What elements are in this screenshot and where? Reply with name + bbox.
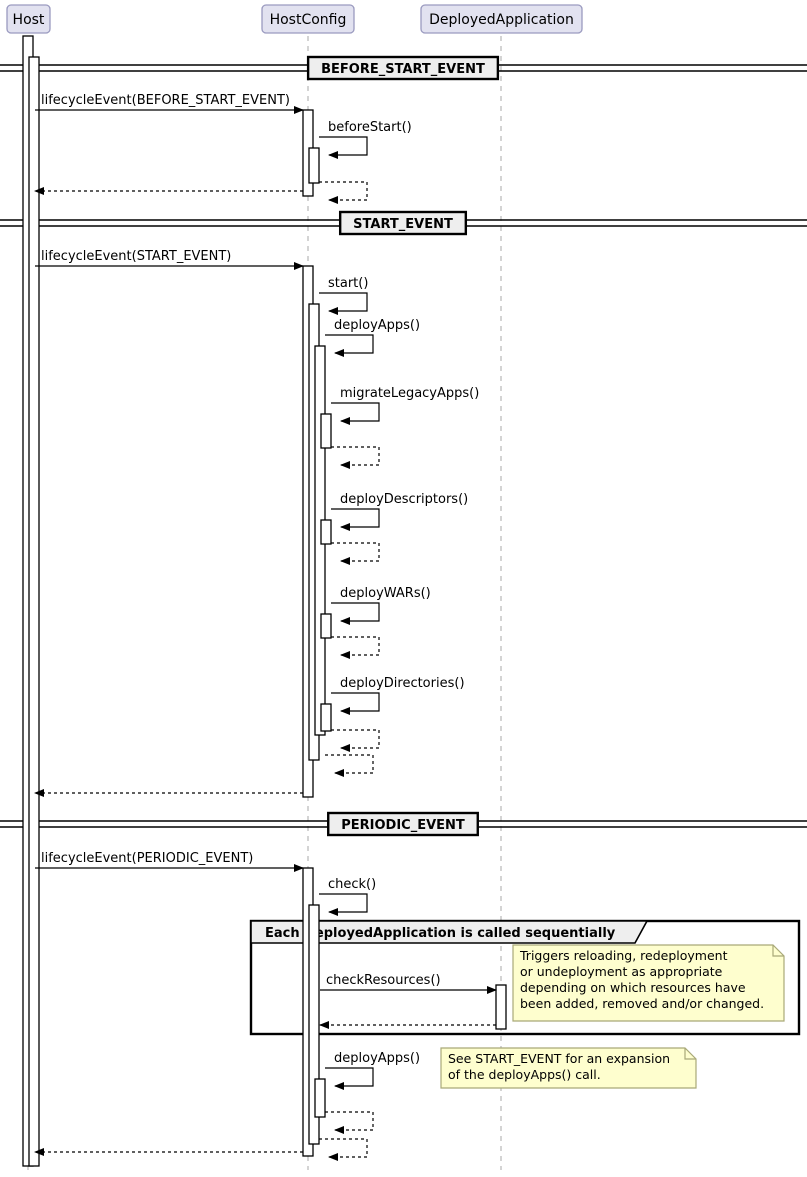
message-m9 [331, 446, 380, 469]
message-m6: start() [319, 276, 368, 315]
divider-periodic: PERIODIC_EVENT [0, 811, 807, 837]
groups-layer: Each DeployedApplication is called seque… [249, 919, 801, 1036]
participants-layer: Host HostConfig DeployedApplication [6, 4, 583, 34]
message-m8: migrateLegacyApps() [331, 386, 479, 425]
messages-layer: lifecycleEvent(BEFORE_START_EVENT)before… [34, 93, 497, 1161]
message-m19: check() [319, 877, 376, 916]
message-label: lifecycleEvent(START_EVENT) [41, 249, 231, 264]
message-m11 [331, 542, 380, 565]
message-m5: lifecycleEvent(START_EVENT) [35, 249, 304, 270]
message-m14: deployDirectories() [331, 676, 465, 715]
participant-label: HostConfig [270, 12, 347, 28]
message-m12: deployWARs() [331, 586, 431, 625]
message-m18: lifecycleEvent(PERIODIC_EVENT) [35, 851, 304, 872]
message-label: deployDirectories() [340, 676, 465, 691]
message-label: start() [328, 276, 368, 291]
note-line: of the deployApps() call. [448, 1067, 601, 1082]
participant-deployedapp[interactable]: DeployedApplication [420, 4, 583, 34]
message-label: beforeStart() [328, 120, 412, 135]
activation-bars-layer [22, 35, 507, 1167]
divider-label: START_EVENT [353, 217, 453, 232]
group-label: Each DeployedApplication is called seque… [265, 926, 616, 941]
message-label: migrateLegacyApps() [340, 386, 479, 401]
note-line: been added, removed and/or changed. [520, 996, 764, 1011]
message-m7: deployApps() [325, 318, 420, 357]
message-m3 [319, 181, 368, 204]
activation-hostconfig-directories [320, 703, 332, 732]
message-label: check() [328, 877, 376, 892]
message-label: deployWARs() [340, 586, 431, 601]
participant-hostconfig[interactable]: HostConfig [261, 4, 355, 34]
message-label: deployApps() [334, 318, 420, 333]
participant-host[interactable]: Host [6, 4, 51, 34]
activation-hostconfig-descriptors [320, 519, 332, 545]
group-sequential-group: Each DeployedApplication is called seque… [249, 919, 801, 1036]
message-m16 [325, 754, 374, 777]
note-line: Triggers reloading, redeployment [519, 948, 728, 963]
lifelines-layer [27, 36, 502, 1170]
activation-hostconfig-migrate [320, 413, 332, 449]
activation-host-main [28, 56, 40, 1167]
participant-label: DeployedApplication [429, 12, 574, 28]
message-m22: deployApps() [325, 1051, 420, 1090]
message-m24 [319, 1138, 368, 1161]
activation-hostconfig-deployapps2 [314, 1078, 326, 1118]
message-label: lifecycleEvent(PERIODIC_EVENT) [41, 851, 253, 866]
message-m1: lifecycleEvent(BEFORE_START_EVENT) [35, 93, 304, 114]
message-label: lifecycleEvent(BEFORE_START_EVENT) [41, 93, 290, 108]
dividers-layer: BEFORE_START_EVENT START_EVENT PERIODIC_EV… [0, 55, 807, 837]
activation-hostconfig-beforestart-self [308, 147, 320, 184]
note-line: depending on which resources have [520, 980, 746, 995]
message-m20: checkResources() [320, 973, 497, 994]
message-m10: deployDescriptors() [331, 492, 468, 531]
note-line: or undeployment as appropriate [520, 964, 723, 979]
note-line: See START_EVENT for an expansion [448, 1051, 670, 1066]
message-label: deployDescriptors() [340, 492, 468, 507]
activation-hostconfig-wars [320, 613, 332, 639]
message-m13 [331, 636, 380, 659]
message-m15 [331, 729, 380, 752]
participant-label: Host [13, 12, 45, 28]
message-m23 [325, 1111, 374, 1134]
message-label: deployApps() [334, 1051, 420, 1066]
divider-label: BEFORE_START_EVENT [321, 62, 485, 77]
message-m2: beforeStart() [319, 120, 412, 159]
message-label: checkResources() [326, 973, 441, 988]
divider-start: START_EVENT [0, 210, 807, 236]
activation-deployedapp-checkresources [495, 984, 507, 1030]
divider-before-start: BEFORE_START_EVENT [0, 55, 807, 81]
divider-label: PERIODIC_EVENT [341, 818, 465, 833]
